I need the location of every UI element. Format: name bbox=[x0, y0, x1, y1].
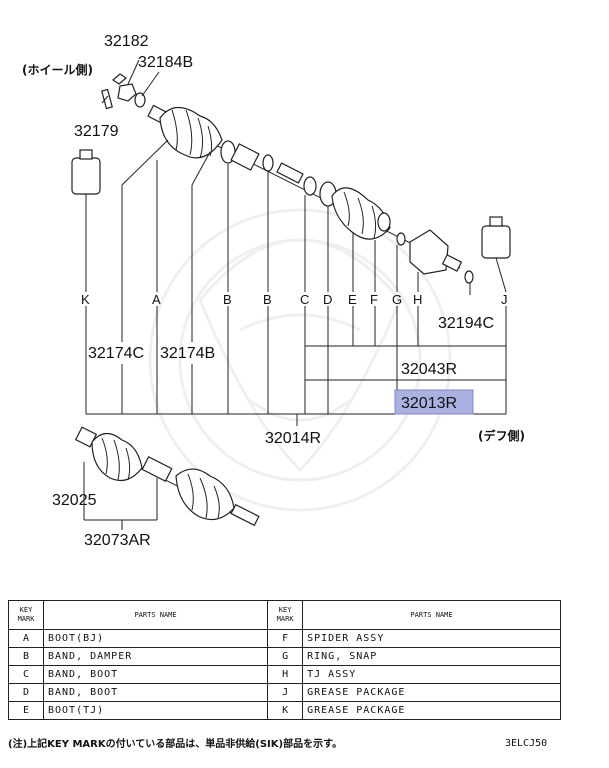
nut-part bbox=[117, 83, 146, 108]
diagram-code: 3ELCJ50 bbox=[505, 738, 548, 749]
part-number: 32043R bbox=[401, 361, 457, 378]
parts-name-header: PARTS NAME bbox=[42, 600, 269, 630]
key-cell: J bbox=[267, 683, 304, 702]
key-cell: H bbox=[267, 665, 304, 684]
name-cell: GREASE PACKAGE bbox=[302, 701, 561, 720]
highlight-box bbox=[394, 389, 474, 415]
key-mark-header: KEY MARK bbox=[267, 600, 304, 630]
key-letter: A bbox=[152, 292, 161, 307]
cotter-pin-part bbox=[101, 73, 127, 110]
name-cell: SPIDER ASSY bbox=[302, 629, 561, 648]
name-cell: BAND, BOOT bbox=[42, 683, 269, 702]
table-row: A BOOT(BJ) F SPIDER ASSY bbox=[8, 629, 561, 648]
parts-table: KEY MARK PARTS NAME KEY MARK PARTS NAME … bbox=[8, 600, 561, 720]
name-cell: BAND, BOOT bbox=[42, 665, 269, 684]
diff-side-label: (デフ側) bbox=[478, 428, 525, 443]
name-cell: TJ ASSY bbox=[302, 665, 561, 684]
key-cell: C bbox=[8, 665, 44, 684]
leader-lines bbox=[85, 59, 507, 342]
key-letter: J bbox=[501, 292, 508, 307]
part-number: 32184B bbox=[138, 54, 193, 71]
grease-package-j bbox=[481, 216, 511, 259]
table-row: B BAND, DAMPER G RING, SNAP bbox=[8, 647, 561, 666]
key-letter: D bbox=[323, 292, 332, 307]
part-number: 32014R bbox=[265, 430, 321, 447]
table-row: C BAND, BOOT H TJ ASSY bbox=[8, 665, 561, 684]
key-cell: F bbox=[267, 629, 304, 648]
tj-assy-part bbox=[396, 229, 474, 284]
key-letter: C bbox=[300, 292, 309, 307]
key-cell: E bbox=[8, 701, 44, 720]
watermark bbox=[148, 208, 452, 512]
part-number: 32073AR bbox=[84, 532, 151, 549]
key-letter: E bbox=[348, 292, 357, 307]
name-cell: BOOT(TJ) bbox=[42, 701, 269, 720]
key-cell: G bbox=[267, 647, 304, 666]
key-mark-header: KEY MARK bbox=[8, 600, 44, 630]
key-cell: K bbox=[267, 701, 304, 720]
part-number: 32194C bbox=[438, 315, 494, 332]
key-letter: H bbox=[413, 292, 422, 307]
key-cell: B bbox=[8, 647, 44, 666]
complete-driveshaft-part bbox=[74, 426, 260, 530]
key-letter: G bbox=[392, 292, 402, 307]
part-number: 32174C bbox=[88, 345, 144, 362]
bj-boot-part bbox=[147, 104, 223, 159]
footnote: (注)上記KEY MARKの付いている部品は、単品非供給(SIK)部品を示す。 bbox=[8, 739, 343, 750]
name-cell: RING, SNAP bbox=[302, 647, 561, 666]
part-numbers: (ホイール側) 32182 32184B 32179 32174C 32174B… bbox=[22, 33, 525, 549]
part-number: 32174B bbox=[160, 345, 215, 362]
name-cell: BAND, DAMPER bbox=[42, 647, 269, 666]
key-letter: F bbox=[370, 292, 378, 307]
key-cell: A bbox=[8, 629, 44, 648]
grease-package-k bbox=[71, 149, 101, 195]
name-cell: BOOT(BJ) bbox=[42, 629, 269, 648]
key-letter: K bbox=[81, 292, 90, 307]
table-row: E BOOT(TJ) K GREASE PACKAGE bbox=[8, 701, 561, 720]
damper-band-part bbox=[220, 140, 304, 184]
name-cell: GREASE PACKAGE bbox=[302, 683, 561, 702]
part-number-highlighted: 32013R bbox=[401, 395, 457, 412]
wheel-side-label: (ホイール側) bbox=[22, 62, 93, 77]
part-number: 32182 bbox=[104, 33, 149, 50]
part-number: 32179 bbox=[74, 123, 119, 140]
table-row: D BAND, BOOT J GREASE PACKAGE bbox=[8, 683, 561, 702]
key-letter: B bbox=[263, 292, 272, 307]
exploded-parts-diagram: K A B B C D E F G H J (ホイール側) 32182 3218… bbox=[22, 33, 525, 549]
parts-name-header: PARTS NAME bbox=[302, 600, 561, 630]
part-number: 32025 bbox=[52, 492, 97, 509]
key-cell: D bbox=[8, 683, 44, 702]
table-header-row: KEY MARK PARTS NAME KEY MARK PARTS NAME bbox=[8, 600, 561, 630]
key-letter: B bbox=[223, 292, 232, 307]
tj-boot-part bbox=[303, 176, 391, 240]
key-letters: K A B B C D E F G H J bbox=[81, 292, 508, 307]
